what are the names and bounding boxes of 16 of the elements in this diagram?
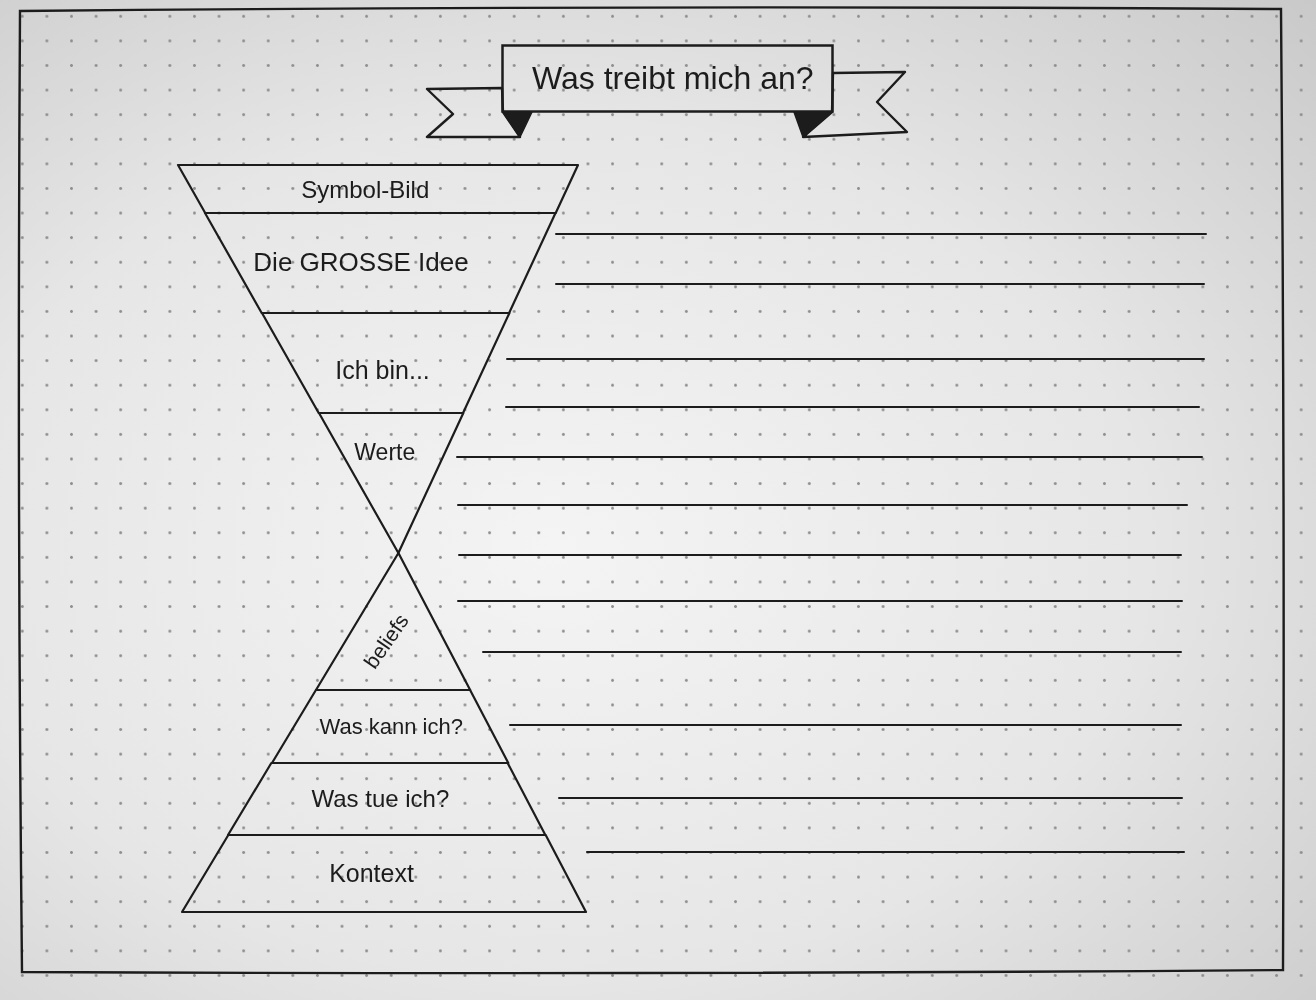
band-label: Was tue ich? — [311, 787, 450, 811]
band-label: Was kann ich? — [319, 716, 463, 738]
hourglass-band — [271, 690, 508, 763]
band-label: Die GROSSE Idee — [253, 249, 469, 275]
title: Was treibt mich an? — [532, 59, 814, 98]
band-label: Kontext — [329, 860, 414, 886]
band-label: Werte — [354, 440, 416, 464]
hourglass-band — [228, 763, 546, 835]
hourglass-band — [205, 213, 556, 313]
hourglass-band — [315, 553, 470, 690]
hourglass-band — [178, 165, 578, 213]
hourglass-band — [182, 835, 586, 912]
band-label: Ich bin... — [335, 357, 430, 383]
band-label: Symbol-Bild — [301, 178, 430, 202]
hourglass-band — [261, 313, 510, 413]
hourglass-band — [318, 413, 463, 553]
